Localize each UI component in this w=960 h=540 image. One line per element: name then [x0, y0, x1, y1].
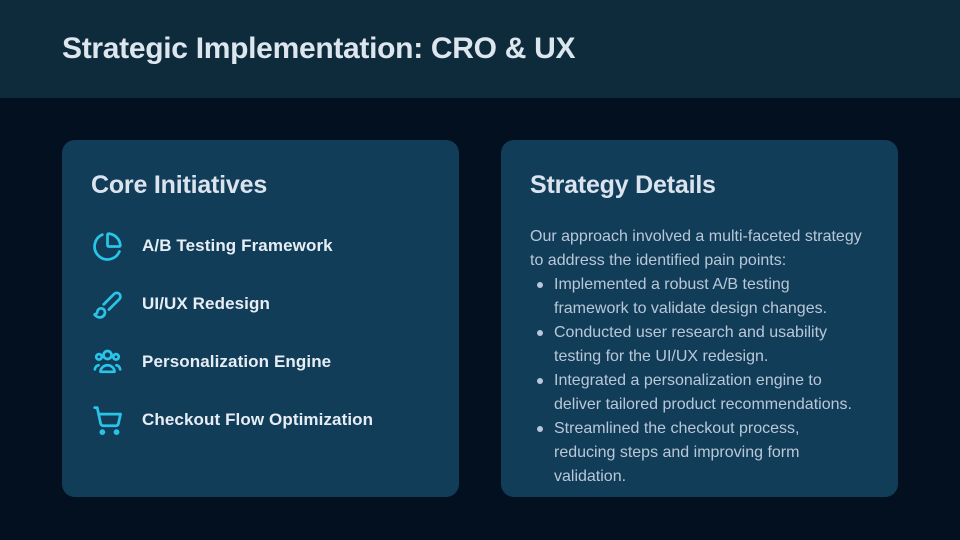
bullet-dot-icon — [537, 426, 543, 432]
initiative-label: Personalization Engine — [142, 352, 332, 371]
core-initiatives-title: Core Initiatives — [91, 171, 268, 199]
strategy-bullet: Conducted user research and usability te… — [530, 321, 860, 369]
strategy-intro: Our approach involved a multi-faceted st… — [530, 228, 862, 269]
bullet-text: Streamlined the checkout process, reduci… — [554, 420, 800, 485]
strategy-bullet: Implemented a robust A/B testing framewo… — [530, 273, 860, 321]
bullet-dot-icon — [537, 378, 543, 384]
bullet-dot-icon — [537, 282, 543, 288]
bullet-text: Integrated a personalization engine to d… — [554, 372, 852, 413]
strategy-details-card: Strategy Details Our approach involved a… — [501, 140, 898, 497]
strategy-bullet: Streamlined the checkout process, reduci… — [530, 417, 860, 489]
strategy-details-title: Strategy Details — [530, 171, 716, 199]
initiative-item: Personalization Engine — [91, 344, 431, 380]
pie-chart-icon — [91, 230, 123, 262]
strategy-body: Our approach involved a multi-faceted st… — [530, 225, 870, 489]
initiative-item: UI/UX Redesign — [91, 286, 431, 322]
initiative-label: A/B Testing Framework — [142, 236, 333, 255]
initiative-item: Checkout Flow Optimization — [91, 402, 431, 438]
header-bar: Strategic Implementation: CRO & UX — [0, 0, 960, 98]
initiative-item: A/B Testing Framework — [91, 228, 431, 264]
initiative-label: UI/UX Redesign — [142, 294, 270, 313]
bullet-dot-icon — [537, 330, 543, 336]
shopping-cart-icon — [91, 404, 123, 436]
initiative-label: Checkout Flow Optimization — [142, 410, 374, 429]
initiative-list: A/B Testing Framework UI/UX Redesign Per… — [91, 228, 431, 438]
users-icon — [91, 346, 123, 378]
paintbrush-icon — [91, 288, 123, 320]
strategy-bullet-list: Implemented a robust A/B testing framewo… — [530, 273, 870, 489]
page-title: Strategic Implementation: CRO & UX — [62, 32, 576, 65]
bullet-text: Conducted user research and usability te… — [554, 324, 828, 365]
bullet-text: Implemented a robust A/B testing framewo… — [554, 276, 828, 317]
strategy-bullet: Integrated a personalization engine to d… — [530, 369, 860, 417]
core-initiatives-card: Core Initiatives A/B Testing Framework U… — [62, 140, 459, 497]
